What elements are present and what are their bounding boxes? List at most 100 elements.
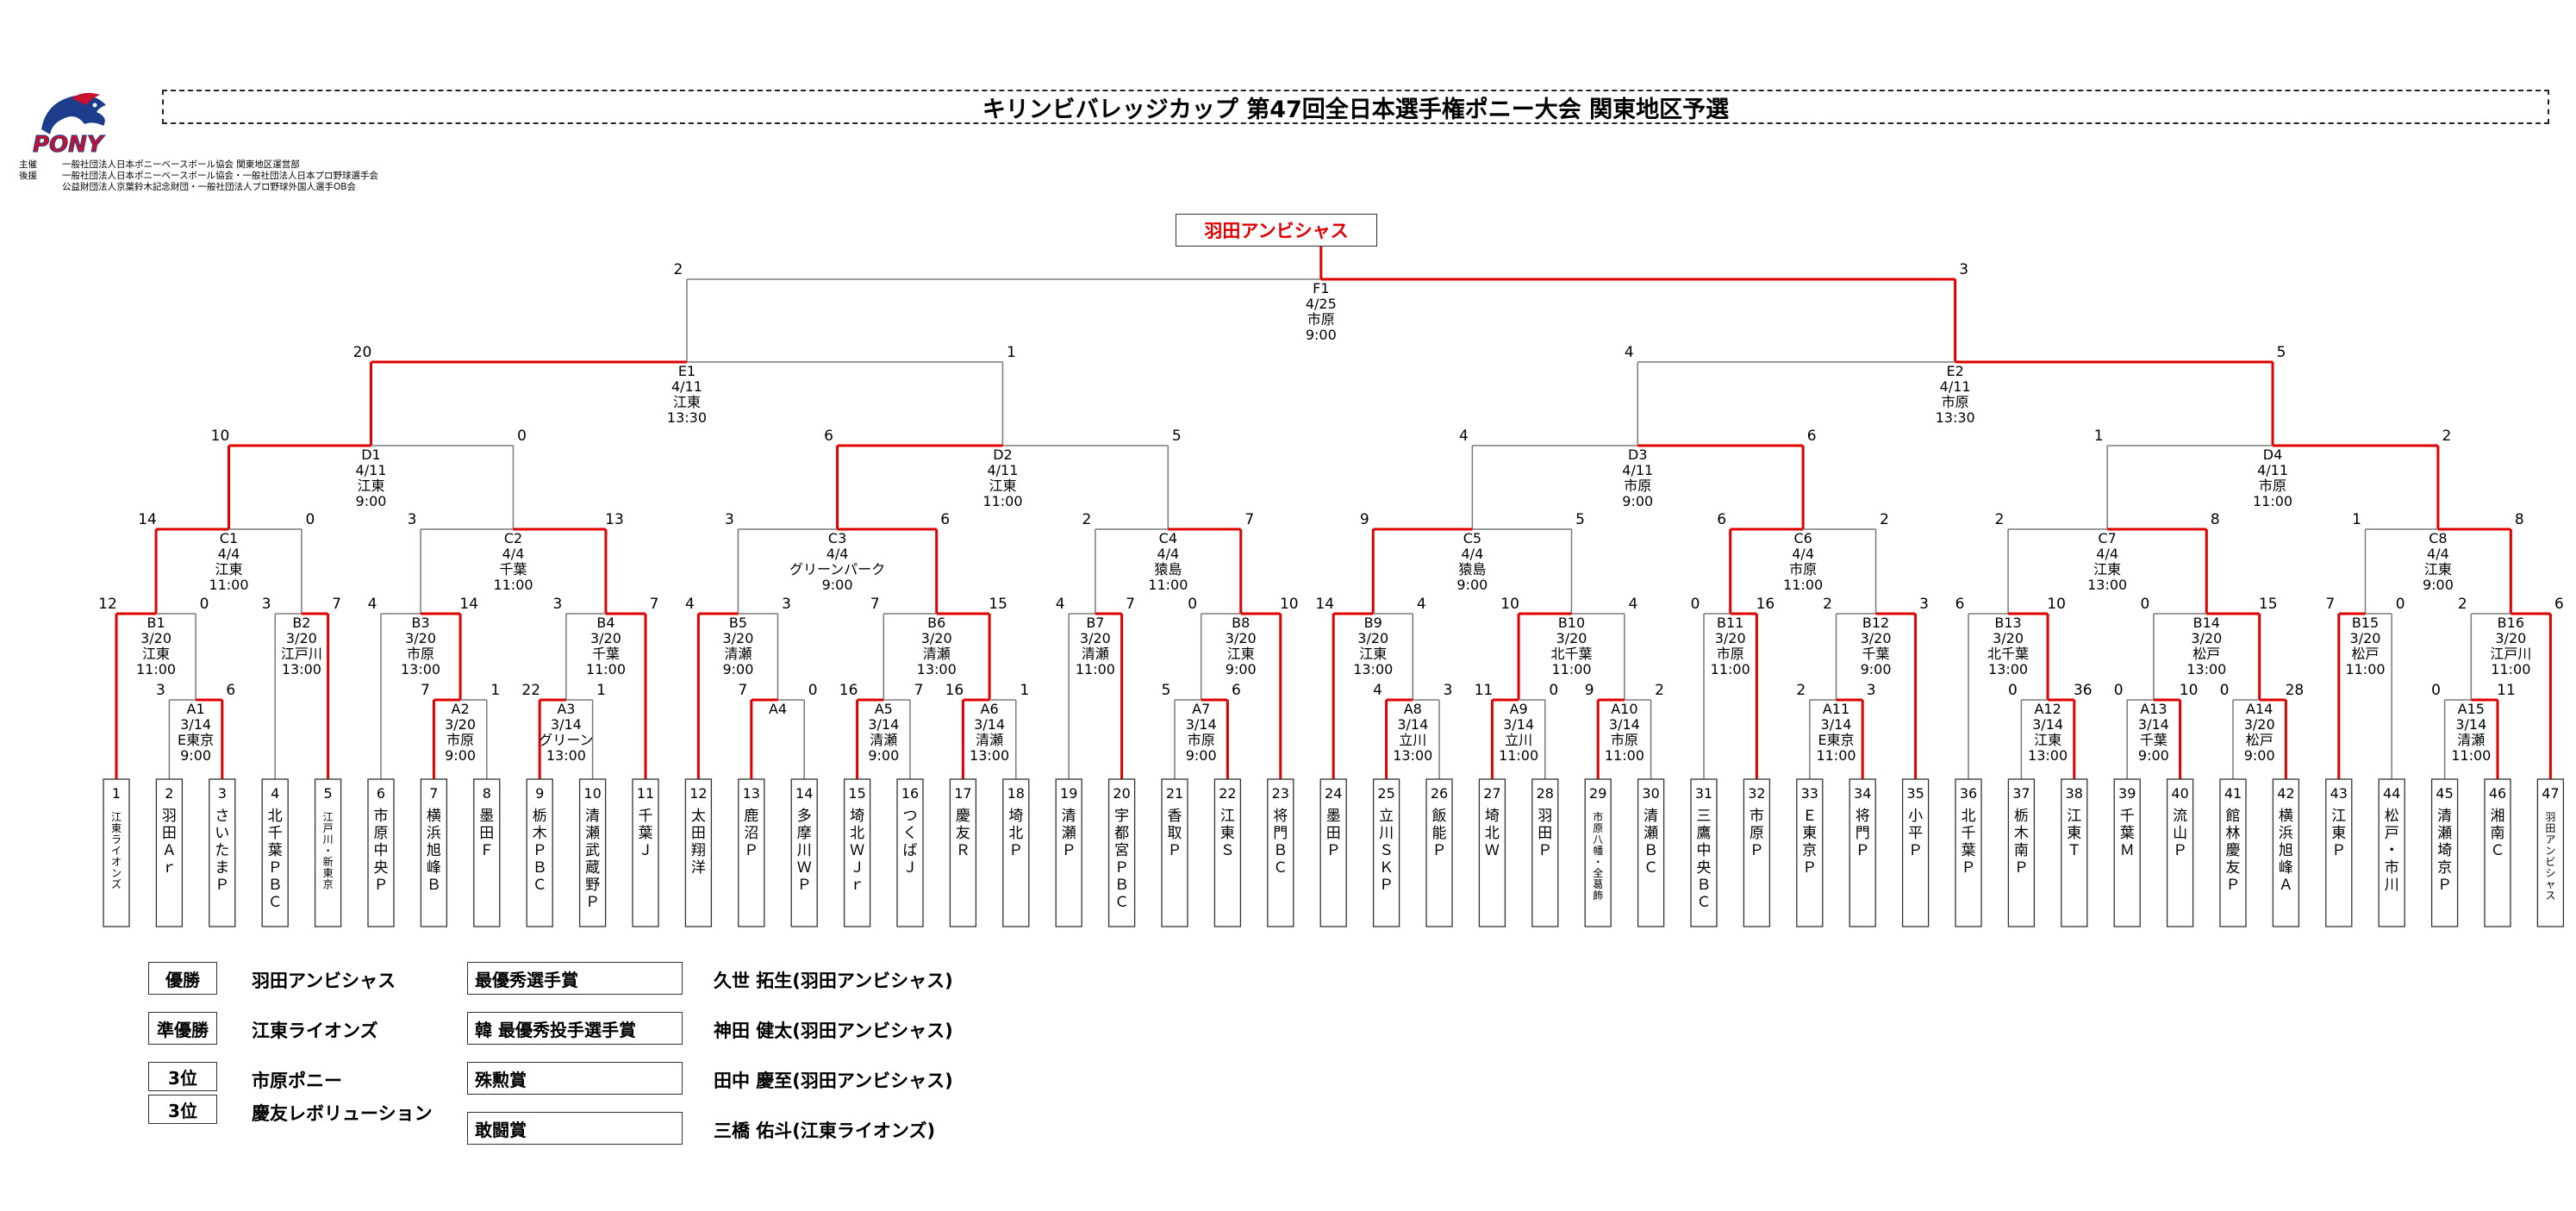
match-info: 北千葉: [1550, 646, 1592, 662]
team-number: 33: [1801, 785, 1818, 802]
team-box: [1849, 778, 1876, 927]
match-info: 9:00: [822, 577, 853, 593]
team-number: 17: [954, 785, 971, 802]
match-info: 千葉: [2140, 732, 2167, 748]
team-name-char: 鷹: [1697, 824, 1712, 842]
score-right: 5: [1172, 428, 1182, 445]
score-left: 7: [2325, 596, 2335, 613]
score-right: 1: [490, 682, 500, 699]
score-left: 2: [1082, 511, 1091, 528]
team-name-char: 瀬: [2437, 825, 2452, 842]
match-id: B4: [596, 615, 614, 631]
team-box: [1107, 778, 1136, 927]
score-left: 11: [1475, 682, 1494, 699]
score-right: 11: [2497, 682, 2516, 699]
team-name-char: Ｐ: [1062, 842, 1076, 859]
team-name-char: 瀬: [1644, 825, 1658, 842]
match-info: 市原: [446, 732, 474, 748]
award-label-winner: 優勝: [148, 962, 217, 995]
team-number: 9: [535, 785, 544, 802]
team-name-char: 横: [2279, 808, 2293, 825]
score-right: 1: [1007, 344, 1016, 361]
match-id: A13: [2140, 701, 2167, 717]
team-name-char: Ｐ: [2331, 842, 2346, 859]
award-label-third-2: 3位: [148, 1095, 217, 1124]
team-number: 5: [324, 785, 333, 802]
match-info: 3/20: [921, 630, 952, 646]
team-name-char: 原: [374, 825, 389, 842]
match-info: 9:00: [356, 493, 387, 509]
team-name-char: Ａ: [162, 842, 177, 859]
team-name-char: 幡: [1593, 844, 1603, 857]
team-number: 24: [1325, 785, 1342, 802]
match-info: 3/20: [1861, 630, 1892, 646]
team-box: [103, 778, 130, 927]
team-box: [2325, 778, 2353, 927]
score-right: 10: [2180, 682, 2199, 699]
award-label-best-pitcher: 韓 最優秀投手選手賞: [467, 1012, 683, 1045]
team-name-char: Ｂ: [533, 859, 547, 877]
match-info: 清瀬: [870, 732, 897, 748]
match-info: 市原: [407, 646, 434, 662]
team-name-char: 葛: [1593, 878, 1603, 890]
match-info: 9:00: [1622, 493, 1653, 509]
score-left: 7: [738, 682, 747, 699]
team-number: 34: [1854, 785, 1871, 802]
team-name-char: Ｐ: [1856, 842, 1870, 859]
award-winner-distinguished: 田中 慶至(羽田アンビシャス): [714, 1071, 953, 1091]
match-info: 4/11: [1622, 462, 1653, 478]
team-box: [2219, 778, 2247, 927]
match-info: 清瀬: [1082, 646, 1109, 662]
team-name-char: Ｐ: [268, 859, 283, 877]
team-name-char: 千: [268, 825, 283, 842]
match-info: 3/20: [1080, 630, 1111, 646]
score-left: 3: [725, 511, 734, 528]
match-info: 11:00: [1076, 661, 1115, 677]
match-info: 江戸川: [281, 646, 322, 662]
team-number: 46: [2489, 785, 2506, 802]
team-name-char: 飯: [1432, 808, 1447, 825]
team-name-char: 市: [374, 808, 389, 825]
score-left: 3: [156, 682, 165, 699]
match-info: 4/11: [987, 462, 1018, 478]
team-name-char: 南: [2491, 825, 2505, 842]
team-number: 43: [2330, 785, 2348, 802]
score-left: 6: [1717, 511, 1726, 528]
match-info: 3/14: [1186, 716, 1217, 733]
score-left: 3: [552, 596, 562, 613]
match-info: 4/4: [1792, 546, 1814, 562]
match-id: A8: [1404, 701, 1422, 717]
match-info: 11:00: [1605, 747, 1644, 764]
team-name-char: ・: [323, 845, 334, 857]
score-left: 2: [1823, 596, 1832, 613]
score-left: 0: [2431, 682, 2441, 699]
score-left: 0: [2140, 596, 2149, 613]
match-id: F1: [1313, 280, 1329, 297]
team-name-char: 将: [1273, 808, 1288, 825]
team-name-char: 横: [427, 808, 441, 825]
match-info: 江東: [2424, 561, 2452, 577]
team-name-char: 田: [2545, 822, 2555, 834]
team-name-char: 東: [1220, 825, 1235, 842]
team-name-char: Ｐ: [2014, 859, 2029, 877]
team-name-char: 墨: [1326, 808, 1341, 825]
team-name-char: 埼: [1008, 808, 1023, 825]
team-name-char: 千: [1962, 825, 1976, 842]
team-name-char: 峰: [2279, 859, 2293, 877]
match-info: 市原: [1942, 394, 1969, 410]
score-left: 0: [2008, 682, 2018, 699]
team-box: [1161, 778, 1188, 927]
team-name-char: Ｃ: [533, 877, 547, 894]
match-info: 9:00: [1861, 661, 1892, 677]
match-info: 3/20: [590, 630, 621, 646]
match-info: 3/20: [2350, 630, 2381, 646]
team-name-char: Ｐ: [1114, 859, 1129, 877]
team-name-char: 香: [1168, 808, 1182, 825]
match-info: 市原: [2259, 478, 2286, 494]
match-info: 3/14: [2138, 716, 2169, 733]
score-right: 0: [517, 428, 527, 445]
team-name-char: Ｂ: [1697, 877, 1712, 894]
match-info: 11:00: [1783, 577, 1823, 593]
match-id: A6: [981, 701, 999, 717]
